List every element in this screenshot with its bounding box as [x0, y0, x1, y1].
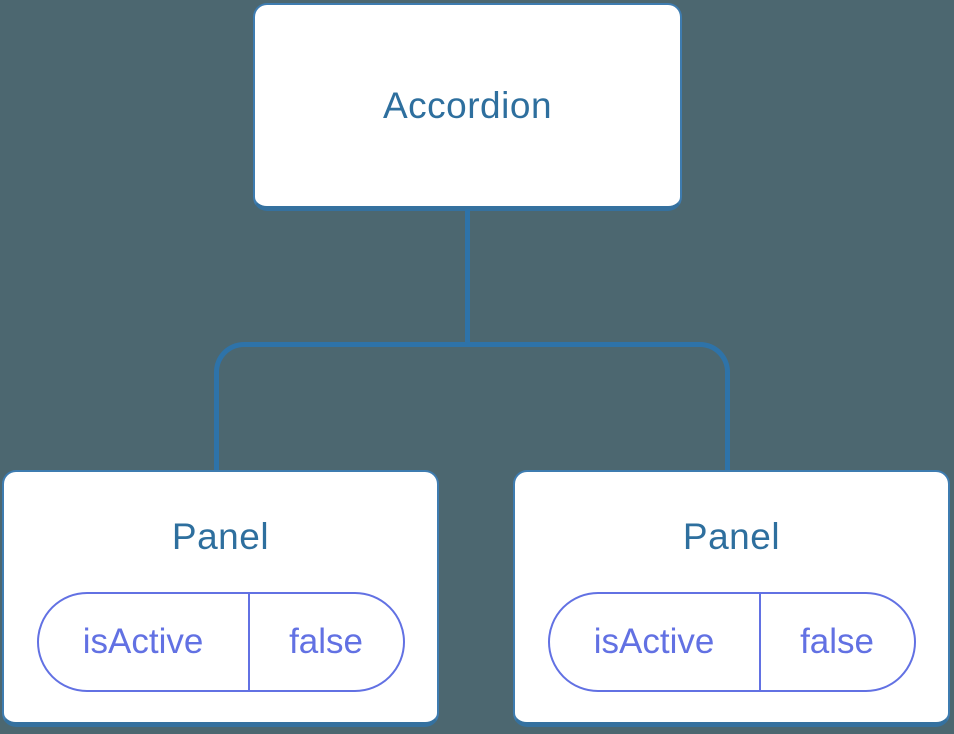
state-value: false [800, 622, 875, 661]
panel-node-label: Panel [171, 516, 270, 557]
state-value: false [289, 622, 364, 661]
tree-node-panel-right: Panel isActive false [513, 470, 950, 727]
state-pill: isActive false [547, 592, 916, 692]
state-key: isActive [39, 594, 250, 690]
tree-node-accordion: Accordion [253, 3, 682, 211]
accordion-node-label: Accordion [382, 85, 553, 126]
connector-stem-line [465, 209, 470, 345]
tree-node-panel-left: Panel isActive false [2, 470, 439, 727]
connector-branch-line [214, 342, 730, 470]
state-key: isActive [550, 594, 761, 690]
panel-node-label: Panel [682, 516, 781, 557]
state-pill: isActive false [36, 592, 405, 692]
